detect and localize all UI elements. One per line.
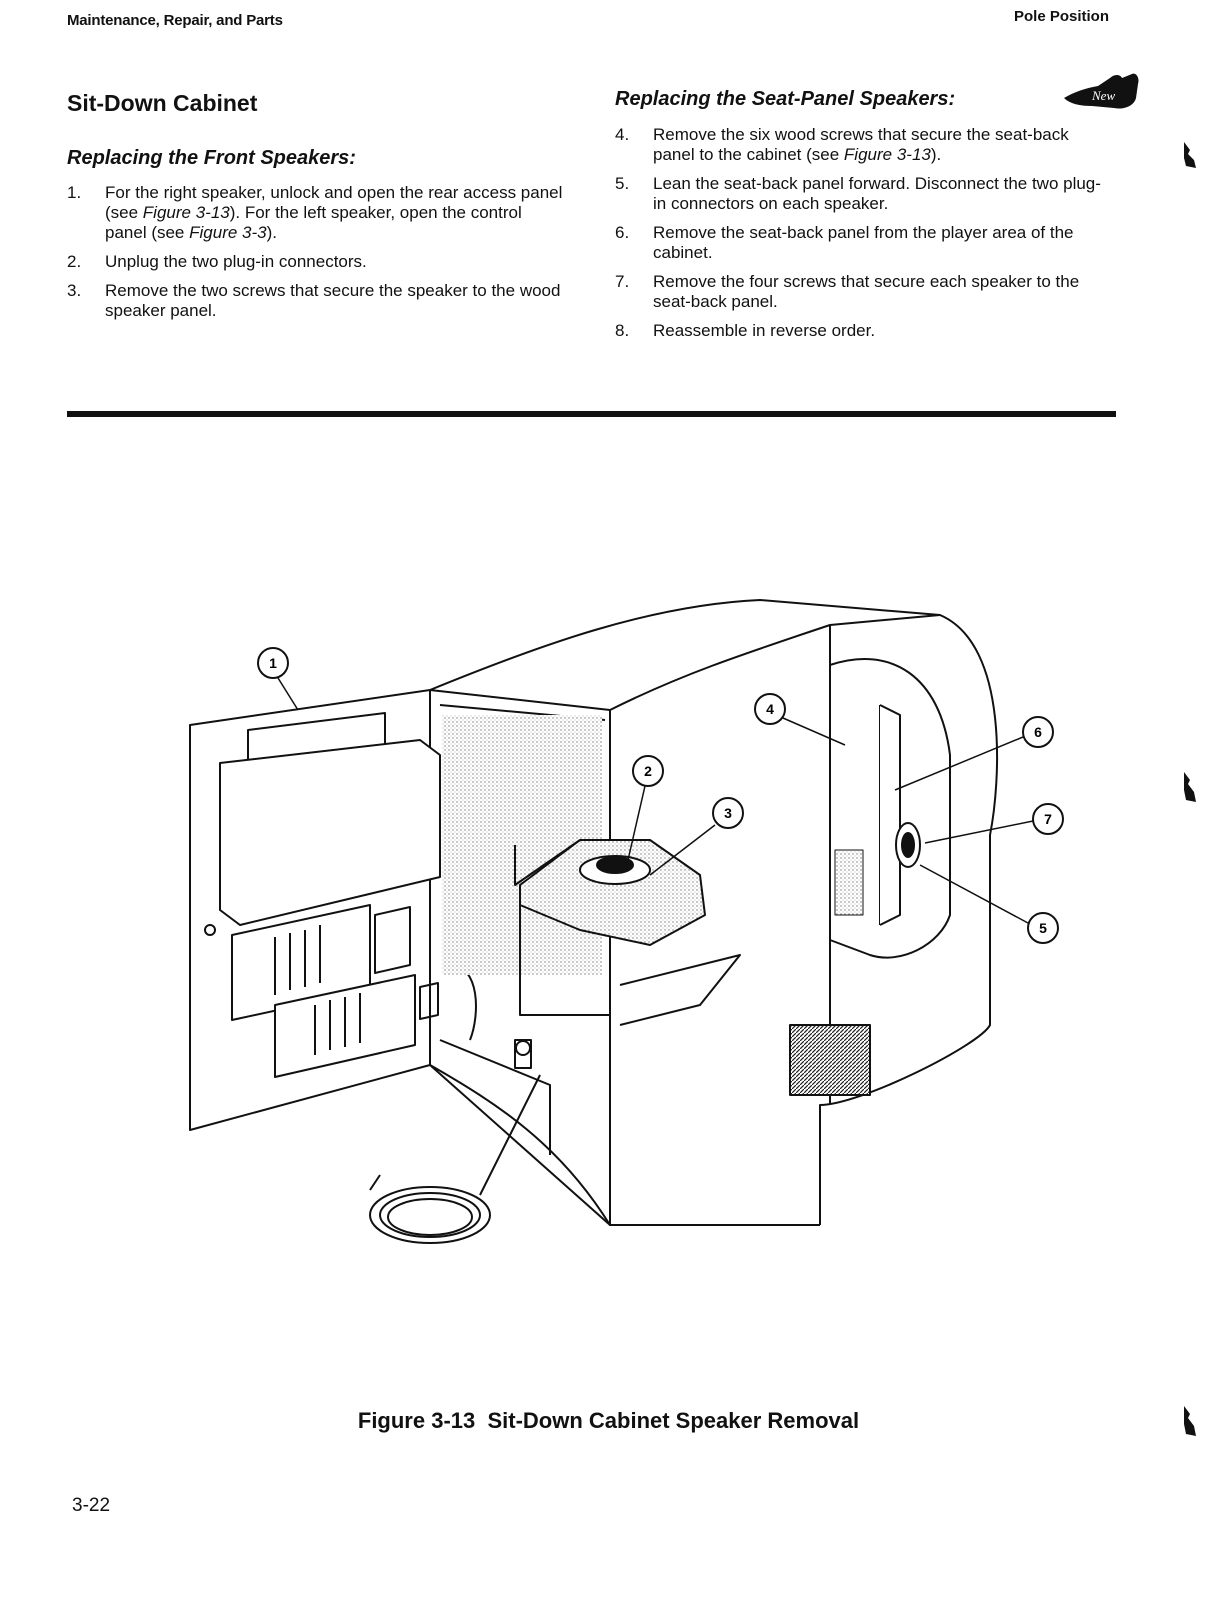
- cabinet-drawing: [189, 599, 999, 1244]
- svg-text:1: 1: [269, 655, 277, 671]
- section-title: Sit-Down Cabinet: [67, 90, 258, 116]
- figure-reference: Figure 3-13: [843, 145, 931, 164]
- margin-hand-icon: [1184, 772, 1196, 802]
- callout-2: 2: [627, 755, 664, 861]
- svg-text:4: 4: [766, 701, 774, 717]
- svg-text:3: 3: [724, 805, 732, 821]
- step-item: 8. Reassemble in reverse order.: [615, 321, 876, 340]
- step-item: 4. Remove the six wood screws that secur…: [615, 125, 1069, 164]
- step-item: 1. For the right speaker, unlock and ope…: [67, 183, 563, 242]
- seat-panel-steps: 4. Remove the six wood screws that secur…: [615, 125, 1112, 350]
- figure-caption: Figure 3-13 Sit-Down Cabinet Speaker Rem…: [357, 1408, 860, 1433]
- step-item: 7. Remove the four screws that secure ea…: [615, 272, 1080, 311]
- svg-text:7: 7: [1044, 811, 1052, 827]
- running-header-right: Pole Position: [1013, 8, 1109, 25]
- margin-hand-icon: [1184, 142, 1196, 168]
- figure-callouts: 1 2 3 4 5 6 7: [257, 647, 1064, 944]
- new-badge-icon: New: [1064, 73, 1139, 109]
- seat-panel-speakers-title: Replacing the Seat-Panel Speakers:: [615, 88, 956, 110]
- front-speakers-steps: 1. For the right speaker, unlock and ope…: [67, 183, 564, 330]
- svg-text:2: 2: [644, 763, 652, 779]
- front-speakers-title: Replacing the Front Speakers:: [67, 147, 356, 169]
- margin-hand-icon: [1184, 1406, 1196, 1436]
- step-item: 5. Lean the seat-back panel forward. Dis…: [615, 174, 1101, 213]
- svg-text:New: New: [1091, 88, 1115, 103]
- figure-reference: Figure 3-13: [142, 203, 230, 222]
- step-item: 3. Remove the two screws that secure the…: [67, 281, 561, 320]
- callout-5: 5: [919, 864, 1059, 944]
- page-number: 3-22: [72, 1495, 111, 1516]
- section-divider: [67, 411, 1116, 417]
- callout-6: 6: [894, 716, 1054, 791]
- step-item: 6. Remove the seat-back panel from the p…: [615, 223, 1074, 262]
- cabinet-speaker-removal-figure: 1 2 3 4 5 6 7: [189, 599, 1064, 1244]
- svg-text:6: 6: [1034, 724, 1042, 740]
- svg-text:5: 5: [1039, 920, 1047, 936]
- figure-reference: Figure 3-3: [189, 223, 267, 242]
- step-item: 2. Unplug the two plug-in connectors.: [67, 252, 367, 271]
- callout-7: 7: [924, 803, 1064, 844]
- callout-4: 4: [754, 693, 846, 746]
- callout-1: 1: [257, 647, 299, 711]
- running-header-left: Maintenance, Repair, and Parts: [67, 12, 283, 29]
- callout-3: 3: [649, 797, 744, 876]
